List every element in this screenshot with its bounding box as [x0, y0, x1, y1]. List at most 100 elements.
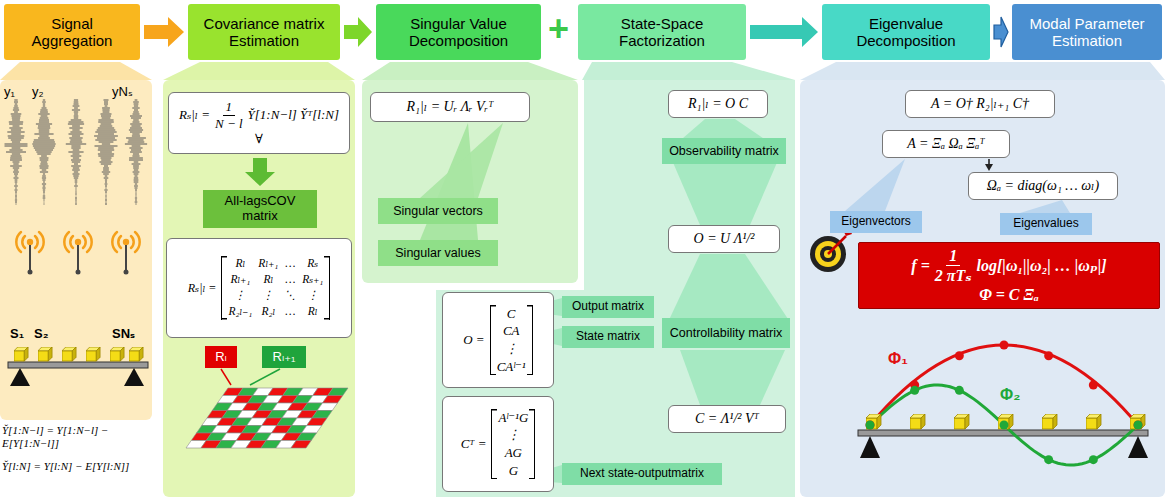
numerator: 1	[946, 246, 960, 266]
header-funnel	[163, 62, 355, 80]
header-funnel	[800, 62, 1165, 80]
fraction: 12 πTₛ	[935, 246, 972, 285]
beam	[858, 430, 1148, 436]
mode-dot	[910, 386, 919, 395]
matrix-box: O =CCA⋮CAˡ⁻¹	[442, 292, 554, 388]
signal-name: y₁	[4, 84, 15, 99]
grid-cell	[296, 433, 316, 441]
grid-cell	[302, 426, 322, 434]
mode-dot	[1089, 455, 1098, 464]
callout-box: Observability matrix	[662, 138, 786, 164]
callout-box: Singular vectors	[378, 198, 498, 224]
stage-header: Singular Value Decomposition	[376, 4, 541, 60]
matrix-bracket: Aˡ⁻¹G⋮AGG	[491, 409, 535, 479]
support	[10, 368, 30, 386]
sensor-name: SNₛ	[112, 326, 135, 341]
pointer-wedge	[845, 159, 905, 211]
mode-dot	[1134, 421, 1143, 430]
node-text: All-lagsCOV matrix	[208, 194, 312, 224]
node-text: Rₗ	[215, 350, 227, 365]
matrix-entry: Aˡ⁻¹G	[498, 410, 528, 426]
node-text: C = Λ¹/² Vᵀ	[695, 411, 759, 428]
formula-row: Cᵀ =Aˡ⁻¹G⋮AGG	[461, 409, 536, 479]
panel	[362, 80, 578, 283]
arrowhead	[985, 164, 993, 171]
mode-shape	[870, 385, 1138, 465]
matrix-entry: ⋱	[284, 289, 296, 303]
header-funnel	[582, 62, 795, 80]
support	[124, 368, 144, 386]
formula-row: O =CCA⋮CAˡ⁻¹	[463, 305, 533, 375]
matrix-entry: ⋮	[497, 341, 526, 357]
matrix-entry: Rₗ₊₁	[228, 273, 252, 287]
callout-box: Rₗ₊₁	[262, 346, 306, 368]
matrix-entry: ⋮	[302, 289, 323, 303]
pointer-wedge	[420, 123, 503, 198]
node-text: log[|ω₁||ω₂| … |ωₚ|]	[977, 256, 1107, 275]
block-arrow	[344, 17, 372, 47]
block-arrow-shape	[344, 17, 372, 47]
matrix-entry: …	[284, 257, 296, 271]
matrix-entry: ⋮	[498, 427, 528, 443]
grid-cell	[323, 396, 343, 404]
header-funnel	[362, 62, 578, 80]
sensor-cube	[910, 414, 925, 429]
formula-box: A = Ξₐ Ωₐ Ξₐᵀ	[882, 130, 1010, 158]
formula-box: O = U Λ¹/²	[668, 225, 780, 253]
node-text: ∀	[255, 131, 263, 147]
panel	[800, 80, 1165, 497]
node-text: Rₛ|ₗ =	[188, 281, 217, 295]
signal-name: yNₛ	[112, 84, 133, 99]
pointer-wedge	[668, 119, 782, 225]
node-text: Next state-outputmatrix	[580, 467, 704, 481]
mode-label: Φ₁	[888, 350, 908, 368]
mode-dot	[1089, 381, 1098, 390]
node-text: Ωₐ = diag(ω₁ … ωₗ)	[987, 178, 1099, 195]
mode-dot	[866, 421, 875, 430]
node-text: Signal Aggregation	[12, 15, 132, 50]
mode-dot	[955, 351, 964, 360]
mode-dot	[1000, 341, 1009, 350]
node-text: State-Space Factorization	[586, 15, 738, 50]
block-arrow-shape	[245, 158, 275, 186]
matrix-entry: G	[498, 463, 528, 479]
result-box: f =12 πTₛlog[|ω₁||ω₂| … |ωₚ|]Φ = C Ξₐ	[858, 242, 1160, 309]
matrix-bracket: CCA⋮CAˡ⁻¹	[490, 305, 533, 375]
node-text: f =	[911, 256, 929, 275]
matrix-entry: Rₛ	[302, 257, 323, 271]
panel	[0, 80, 152, 420]
matrix-entry: CA	[497, 323, 526, 339]
node-text: Eigenvalue Decomposition	[830, 15, 982, 50]
stage-header: Signal Aggregation	[4, 4, 140, 60]
node-text: R₁|ₗ = Uᵣ Λᵣ Vᵣᵀ	[407, 99, 494, 116]
sensor-name: S₂	[34, 326, 48, 341]
node-text: A = O† R₂|ₗ₊₁ C†	[931, 96, 1029, 113]
antenna-icon	[16, 232, 43, 275]
pointer-wedge	[668, 254, 790, 322]
formula-row: Rₛ|ₗ =RₗRₗ₊₁…RₛRₗ₊₁Rₗ…Rₛ₊₁⋮⋮⋱⋮R₂ₗ₋₁R₂ₗ…R…	[188, 256, 330, 319]
formula-row: f = 12 πTₛ log[|ω₁||ω₂| … |ωₚ|]	[911, 246, 1106, 285]
block-arrow-shape	[750, 17, 818, 47]
node-text: Eigenvectors	[841, 215, 910, 229]
matrix-entry: Rₗ	[258, 273, 278, 287]
mode-label: Φ₂	[1000, 386, 1020, 404]
node-text: Cᵀ =	[461, 436, 487, 452]
fraction: 1N − l	[215, 99, 243, 131]
matrix-entry: R₂ₗ₋₁	[228, 305, 252, 319]
matrix-entry: CAˡ⁻¹	[497, 359, 526, 375]
stage-header: State-Space Factorization	[578, 4, 746, 60]
equation-note: Y̌[l:N] = Y[l:N] − E[Y[l:N]]	[2, 460, 160, 473]
target-icon	[810, 230, 852, 272]
node-text: Covariance matrix Estimation	[196, 15, 332, 50]
callout-box: Eigenvalues	[1000, 213, 1092, 235]
callout-box: Controllability matrix	[662, 318, 790, 348]
callout-box: Rₗ	[205, 346, 237, 368]
matrix-box: Cᵀ =Aˡ⁻¹G⋮AGG	[442, 396, 554, 492]
node-text: Eigenvalues	[1013, 217, 1078, 231]
matrix-entry: Rₛ₊₁	[302, 273, 323, 287]
antenna-icon	[64, 232, 91, 275]
sensor-name: S₁	[10, 326, 24, 341]
matrix-box: Rₛ|ₗ =RₗRₗ₊₁…RₛRₗ₊₁Rₗ…Rₛ₊₁⋮⋮⋱⋮R₂ₗ₋₁R₂ₗ…R…	[166, 238, 352, 338]
mode-dot	[1044, 351, 1053, 360]
mode-dot	[1044, 455, 1053, 464]
